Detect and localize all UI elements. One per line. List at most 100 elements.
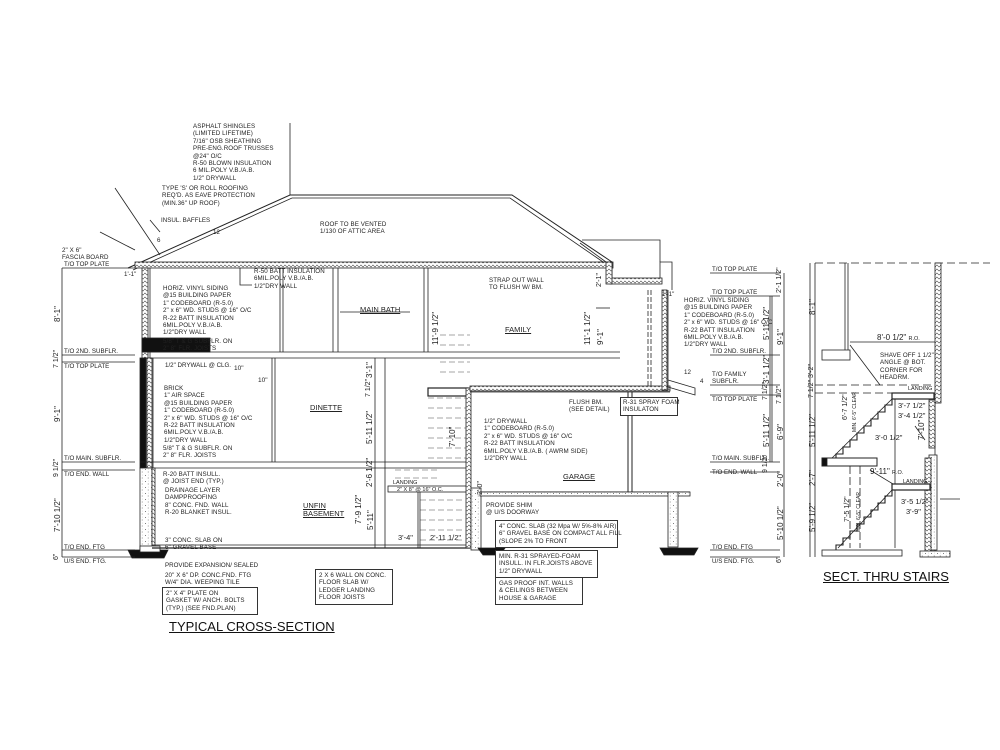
dim-dinette-top: 3'-1" <box>365 362 374 378</box>
dim-family-height-1: 11'-1 1/2" <box>583 311 592 345</box>
rdim-6: 5'-11 1/2" <box>762 413 771 447</box>
roof-pitch-run: 12 <box>213 229 220 236</box>
roof-pitch-rise: 6 <box>157 237 161 244</box>
flush-beam-note: FLUSH BM. (SEE DETAIL) <box>569 399 610 414</box>
rdim-12: 7 1/2" <box>776 385 783 404</box>
level-top-plate-2nd: T/O TOP PLATE <box>64 261 110 268</box>
rlevel-main-subfloor: T/O MAIN. SUBFLR. <box>712 455 770 462</box>
subfloor-2nd-note: 5/8" T & G SUBFLR. ON 2" 8" FLR. JOISTS <box>163 338 233 353</box>
stair-dim-7-half: 7 1/2" <box>808 379 815 398</box>
plate-gasket-note: 2" X 4" PLATE ON GASKET W/ ANCH. BOLTS (… <box>162 587 258 616</box>
eave-protection-note: TYPE 'S' OR ROLL ROOFING REQ'D. AS EAVE … <box>162 185 255 207</box>
room-unfin-basement: UNFIN BASEMENT <box>303 501 345 518</box>
shim-note: PROVIDE SHIM @ U/S DOORWAY <box>486 502 540 517</box>
footing-note: 20" X 6" DP. CONC.FND. FTG W/4" DIA. WEE… <box>165 572 252 587</box>
rdim-1: 2'-1 1/2" <box>776 267 783 293</box>
subfloor-main-note: 5/8" T & G SUBFLR. ON 2" 8" FLR. JOISTS <box>163 445 233 460</box>
dim-stair-run-a: 3'-4" <box>398 533 413 542</box>
stair-dim-5-11: 5'-11 1/2" <box>808 413 817 447</box>
dim-eave-right: 1'-1" <box>662 291 675 298</box>
stair-rise-upper: 7'-10" <box>917 419 926 440</box>
dim-basement-a: 7'-9 1/2" <box>354 494 363 524</box>
landing-joists-label: 2" X 8" @ 16" O.C. <box>397 487 444 493</box>
stair-min-clear-1: MIN. 6'-5" CLEAR <box>852 392 858 432</box>
expansion-note: PROVIDE EXPANSION/ SEALED <box>165 562 259 569</box>
rlevel-family-subfloor: T/O FAMILY SUBFLR. <box>712 371 747 386</box>
dim-dinette-floor: 7 1/2" <box>365 378 372 397</box>
drywall-ceiling-note: 1/2" DRYWALL @ CLG. <box>165 362 232 369</box>
room-dinette: DINETTE <box>310 403 343 412</box>
stair-dim-upper: 8'-1" <box>808 299 817 315</box>
room-garage: GARAGE <box>563 472 596 481</box>
garage-wall-note: 1/2" DRYWALL 1" CODEBOARD (R-5.0) 2" x 6… <box>484 418 588 463</box>
stair-run-5: 3'-9" <box>906 507 921 516</box>
dim-eave-left: 1'-1" <box>124 271 137 278</box>
main-section-linework <box>61 123 811 559</box>
stair-landing-top: LANDING <box>908 386 933 392</box>
title-typical-cross-section: TYPICAL CROSS-SECTION <box>169 619 335 634</box>
shave-off-note: SHAVE OFF 1 1/2" ANGLE @ BOT. CORNER FOR… <box>880 352 934 382</box>
level-end-footing: T/O END. FTG <box>64 544 105 551</box>
dim-left-floor2: 7 1/2" <box>53 349 60 368</box>
fascia-note: 2" X 6" FASCIA BOARD <box>62 247 109 262</box>
dim-basement-b: 5'-11" <box>366 510 375 530</box>
stair-head-lower: 7'-5 1/2" <box>844 496 851 522</box>
stair-dim-3-2: 3'-2" <box>808 364 815 378</box>
spray-foam-note: R-31 SPRAY FOAM INSULATON <box>620 397 680 416</box>
rlevel-end-wall: T/O END. WALL <box>712 469 758 476</box>
level-2nd-subfloor: T/O 2ND. SUBFLR. <box>64 348 118 355</box>
garage-ceiling-note: MIN. R-31 SPRAYED-FOAM INSULL. IN FLR.JO… <box>495 550 598 579</box>
stair-run-2: 3'-4 1/2" <box>898 411 926 420</box>
roof-vented-note: ROOF TO BE VENTED 1/130 OF ATTIC AREA <box>320 221 387 236</box>
level-top-plate-main: T/O TOP PLATE <box>64 363 110 370</box>
rdim-9: 2'-0" <box>776 471 785 487</box>
rlevel-underside-footing: U/S END. FTG. <box>712 558 755 565</box>
stair-dim-2-7: 2'-7" <box>808 470 817 486</box>
stair-dim-5-9: 5'-9 1/2" <box>808 502 817 532</box>
garage-slab-note: 4" CONC. SLAB (32 Mpa W/ 5%-8% AIR) 6" G… <box>495 520 622 549</box>
rdim-10: 5'-10 1/2" <box>776 506 785 540</box>
dim-soffit-b: 10" <box>258 377 268 384</box>
dim-dinette-height: 5'-11 1/2" <box>365 410 374 444</box>
dim-left-footing: 6" <box>53 553 60 560</box>
upper-wall-right-note: HORIZ. VINYL SIDING @15 BUILDING PAPER 1… <box>684 297 773 349</box>
rlevel-2nd-subfloor: T/O 2ND. SUBFLR. <box>712 348 766 355</box>
dim-strap: 2'-1" <box>596 273 603 287</box>
dim-bath-height: 11'-9 1/2" <box>431 311 440 345</box>
stair-run-4: 3'-5 1/2" <box>901 497 929 506</box>
dim-stair-a: 2'-6 1/2" <box>365 457 374 487</box>
room-family: FAMILY <box>505 325 532 334</box>
rdim-5: 9'-1" <box>776 329 785 345</box>
stair-ro-mid: 9'-11" R.O. <box>870 467 904 476</box>
r50-batt-note: R-50 BATT INSULATION 6MIL.POLY V.B./A.B.… <box>254 268 325 290</box>
stair-min-clear-2: MIN. 6'-5" CLEAR <box>856 492 862 532</box>
roof-assembly-note: ASPHALT SHINGLES (LIMITED LIFETIME) 7/16… <box>193 123 274 182</box>
rdim-8: 9 1/2" <box>762 454 769 473</box>
family-pitch-rise: 4 <box>700 378 704 385</box>
rlevel-top-plate-3: T/O TOP PLATE <box>712 396 758 403</box>
dim-left-main: 9'-1" <box>53 406 62 422</box>
rdim-3: 3'-1 1/2" <box>762 354 771 384</box>
rdim-2: 5'-11 1/2" <box>762 306 771 340</box>
foundation-wall-note: DRAINAGE LAYER DAMPPROOFING 8" CONC. FND… <box>165 487 232 517</box>
room-main-bath: MAIN BATH <box>360 305 401 314</box>
dim-stair-height: 7'-10" <box>448 426 457 447</box>
rlevel-end-footing: T/O END. FTG <box>712 544 753 551</box>
stair-ro-top: 8'-0 1/2" R.O. <box>877 333 920 342</box>
insul-baffles-note: INSUL. BAFFLES <box>161 217 211 224</box>
title-section-thru-stairs: SECT. THRU STAIRS <box>823 569 949 584</box>
stairs-section-linework <box>814 262 990 558</box>
stair-run-3: 3'-0 1/2" <box>875 433 903 442</box>
rlevel-top-plate-2: T/O TOP PLATE <box>712 289 758 296</box>
dim-left-basement: 7'-10 1/2" <box>53 498 62 532</box>
rlevel-top-plate-1: T/O TOP PLATE <box>712 266 758 273</box>
strap-out-note: STRAP OUT WALL TO FLUSH W/ BM. <box>489 277 544 292</box>
concrete-slab-note: 3" CONC. SLAB ON 6" GRAVEL BASE <box>165 537 223 552</box>
dim-left-upper: 8'-1" <box>53 306 62 322</box>
dim-soffit-a: 10" <box>234 365 244 372</box>
family-pitch-run: 12 <box>684 369 691 376</box>
rdim-11: 6" <box>776 556 783 563</box>
stair-head-upper: 6'-7 1/2" <box>842 394 849 420</box>
gas-proof-note: GAS PROOF INT. WALLS & CEILINGS BETWEEN … <box>495 577 583 606</box>
